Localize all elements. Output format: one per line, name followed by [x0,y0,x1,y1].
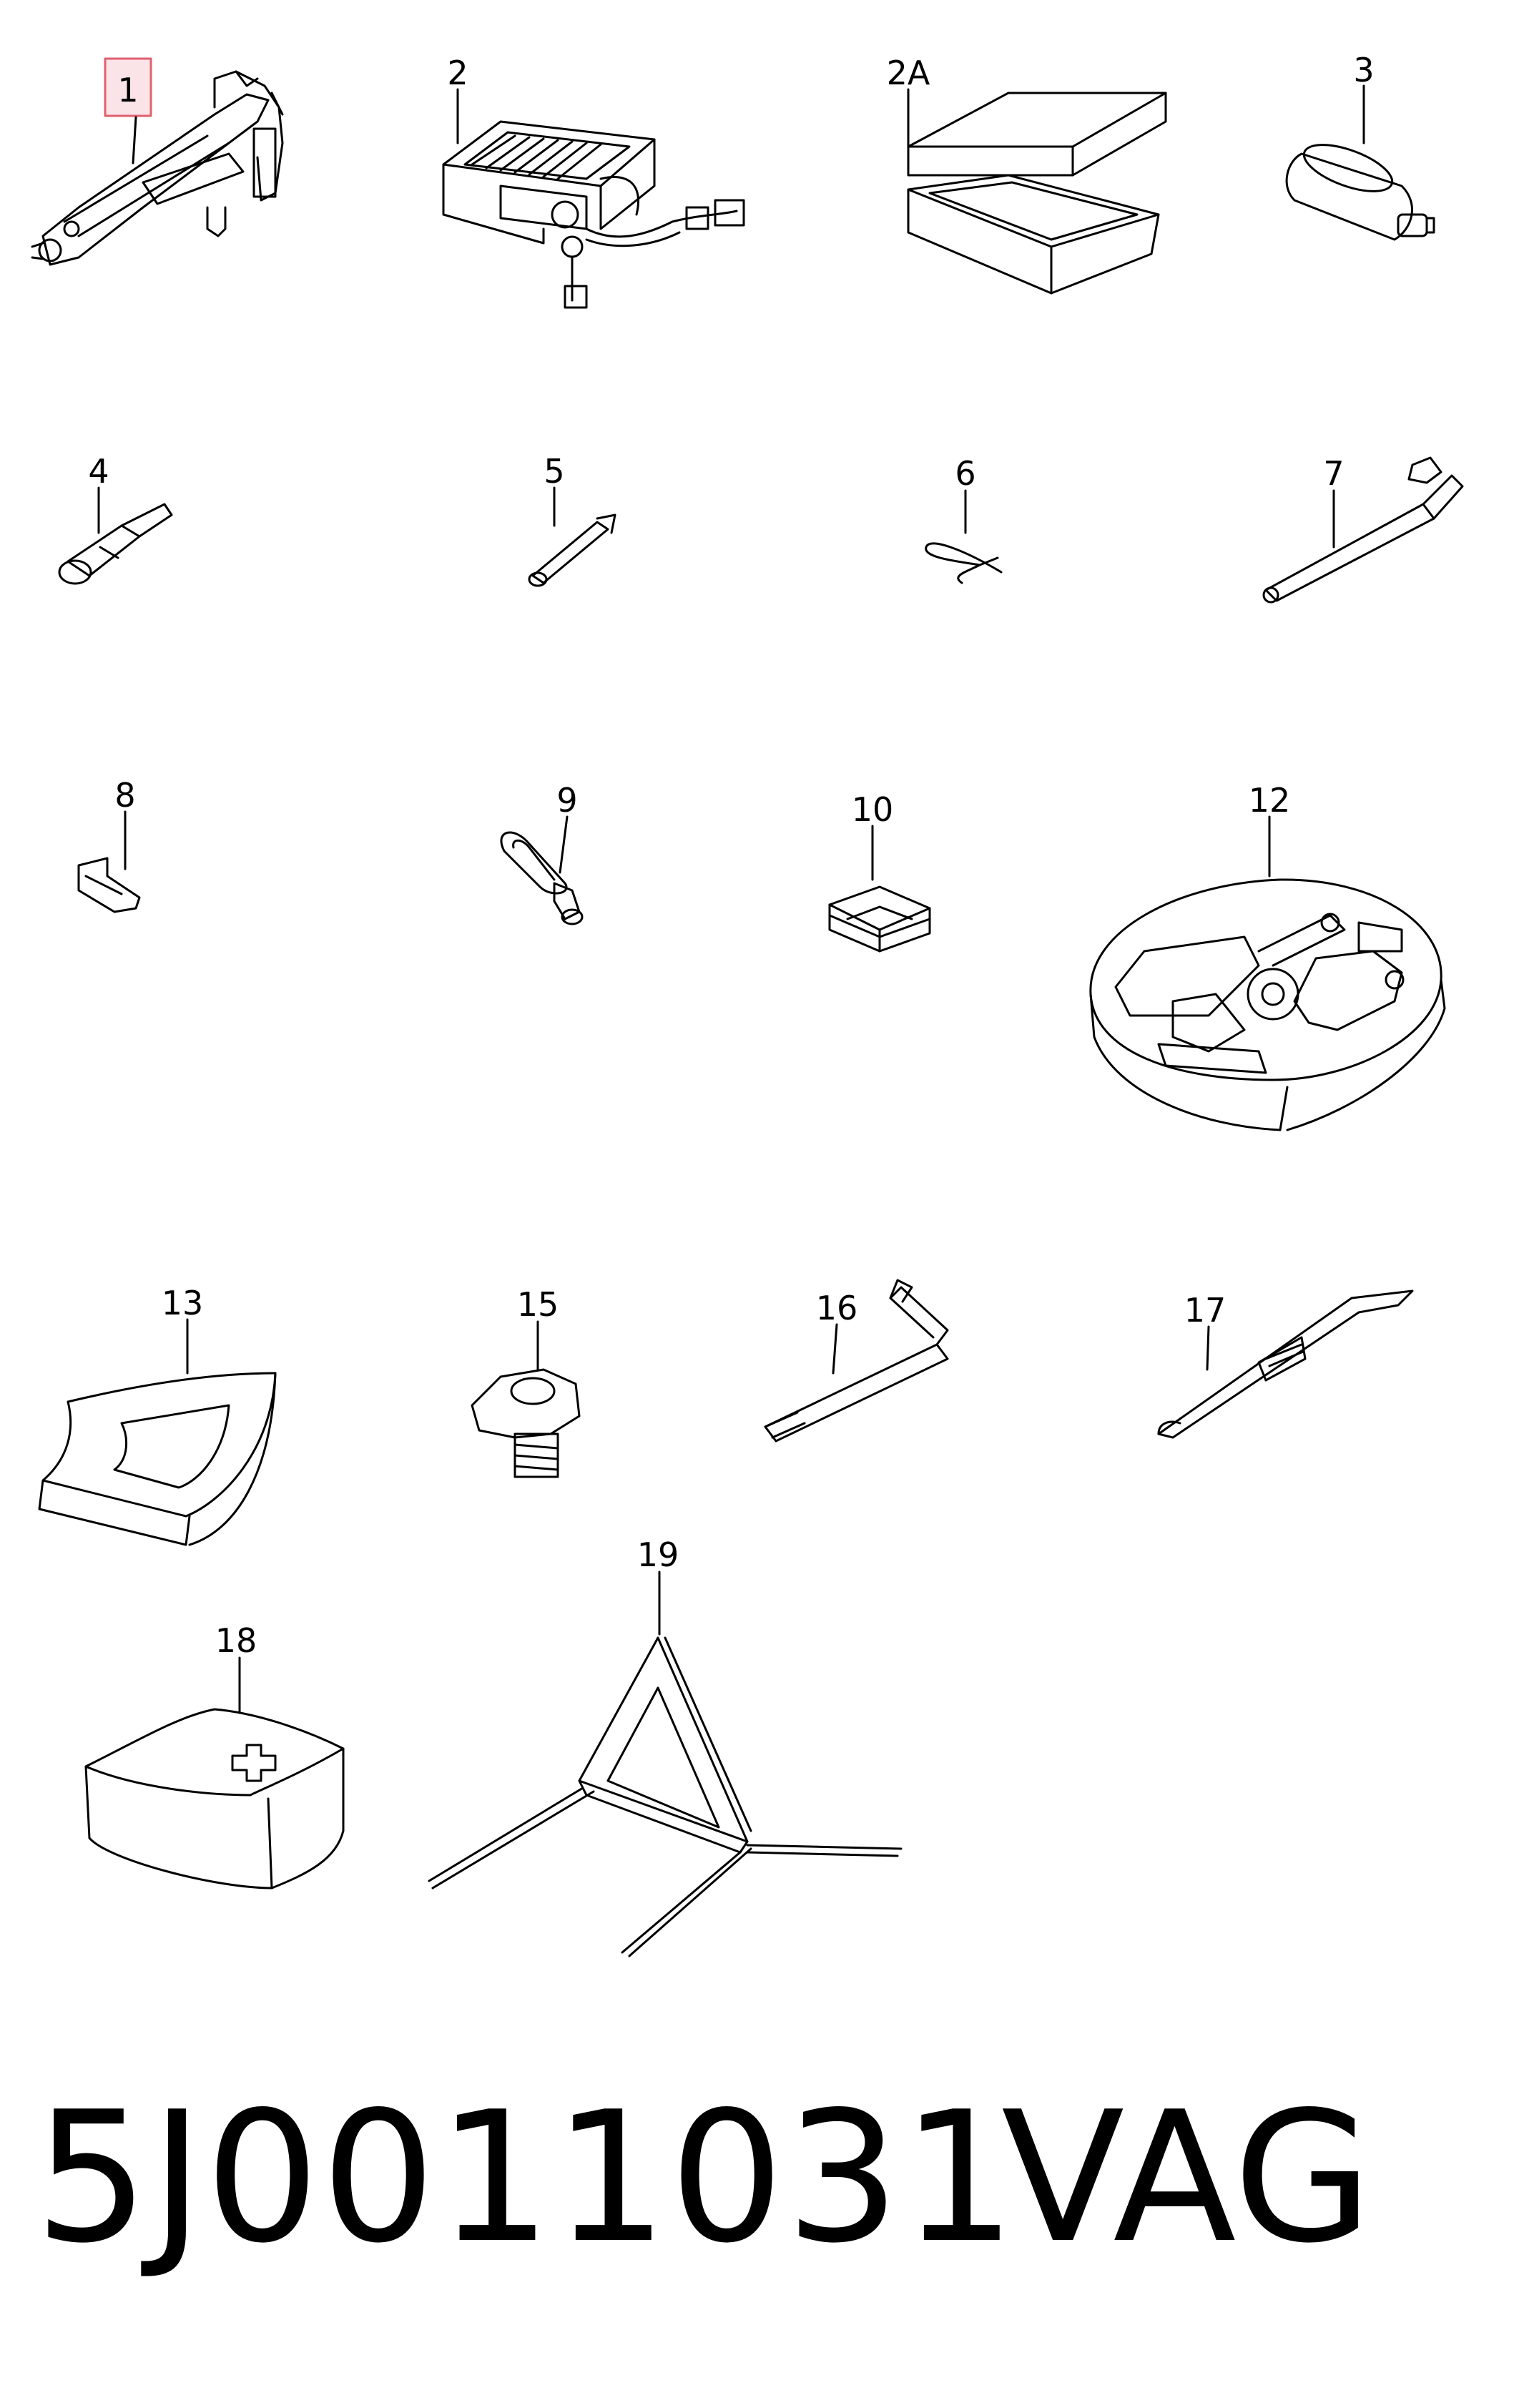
brand-name: VAG [1001,2073,1373,2283]
item-9-tow-eye[interactable]: 9 [500,781,584,925]
item-7-wheel-brace[interactable]: 7 [1262,454,1464,604]
callout-12[interactable]: 12 [1249,781,1291,820]
callout-8-label[interactable]: 8 [114,776,135,815]
item-18-first-aid-kit[interactable]: 18 [84,1621,345,1889]
callout-13[interactable]: 13 [162,1284,204,1322]
callout-7[interactable]: 7 [1323,454,1344,493]
item-10-pads[interactable]: 10 [828,790,931,953]
footer: 5J0011031 VAG [0,2060,1514,2317]
callout-17[interactable]: 17 [1184,1291,1227,1330]
callout-5[interactable]: 5 [544,452,564,491]
callout-3[interactable]: 3 [1353,51,1374,89]
item-19-warning-triangle[interactable]: 19 [428,1535,903,1957]
parts-diagram: 1 2 2A [31,51,1464,1957]
item-17-tyre-lever[interactable]: 17 [1157,1289,1414,1439]
item-6-clip[interactable]: 6 [925,454,1003,584]
item-8-bracket[interactable]: 8 [77,776,141,913]
item-2A-box[interactable]: 2A [887,54,1167,295]
item-1-jack[interactable]: 1 [31,57,284,266]
item-16-hex-key[interactable]: 16 [764,1279,949,1443]
item-12-tool-tray[interactable]: 12 [1089,781,1446,1131]
callout-19[interactable]: 19 [637,1535,679,1574]
callout-9[interactable]: 9 [556,781,577,820]
callout-18[interactable]: 18 [215,1621,257,1660]
item-5-pin[interactable]: 5 [528,452,616,587]
item-3-canister[interactable]: 3 [1285,51,1435,241]
item-15-valve[interactable]: 15 [471,1285,581,1478]
item-2-compressor[interactable]: 2 [442,54,745,309]
callout-1-highlight [104,57,152,117]
callout-1[interactable]: 1 [117,71,138,109]
callout-6[interactable]: 6 [955,454,975,493]
item-13-foam-insert[interactable]: 13 [38,1284,277,1546]
callout-16[interactable]: 16 [816,1289,858,1327]
callout-2[interactable]: 2 [447,54,468,92]
callout-10[interactable]: 10 [852,790,894,829]
callout-15[interactable]: 15 [517,1285,559,1324]
callout-4[interactable]: 4 [88,452,109,491]
callout-2A[interactable]: 2A [887,54,930,92]
item-4-screwdriver[interactable]: 4 [58,452,173,585]
part-number: 5J0011031 [34,2073,1018,2283]
